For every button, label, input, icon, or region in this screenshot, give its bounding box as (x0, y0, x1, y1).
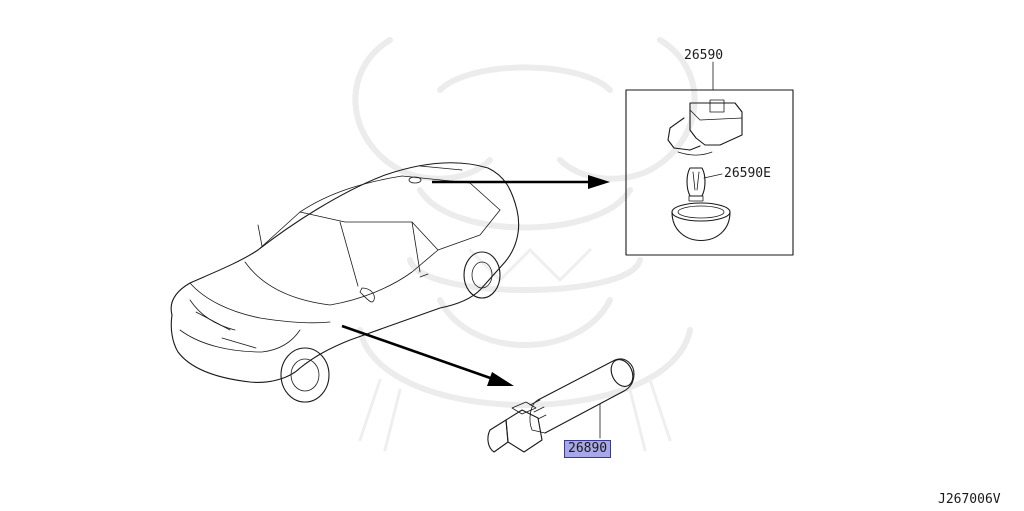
pointer-arrows (341, 175, 610, 386)
bulb-part (686, 167, 723, 202)
room-lamp-detail (625, 61, 794, 256)
arrow-to-step-lamp (341, 324, 497, 382)
step-lamp-part (487, 358, 635, 453)
detail-frame (625, 89, 794, 256)
arrow-to-step-lamp-head (487, 372, 514, 386)
label-26590: 26590 (684, 48, 724, 63)
watermark-emblem (352, 37, 698, 452)
lens-part (671, 202, 731, 242)
arrow-to-room-lamp-head (588, 175, 610, 189)
label-26590E: 26590E (724, 166, 771, 181)
diagram-code: J267006V (938, 492, 1001, 507)
label-26890[interactable]: 26890 (564, 440, 612, 458)
lamp-socket-part (667, 99, 743, 156)
car-illustration (170, 162, 520, 403)
